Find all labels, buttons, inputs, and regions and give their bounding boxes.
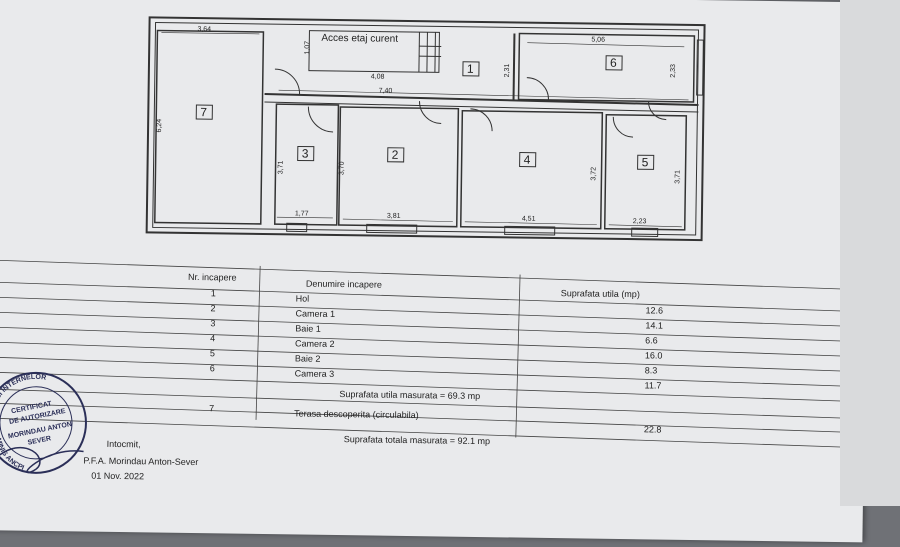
room-number-1: 1 xyxy=(467,62,474,76)
dimension-label: 3,81 xyxy=(387,213,401,220)
table-row: 2 Camera 1 14.1 xyxy=(210,303,663,330)
background-sheet xyxy=(840,0,900,506)
room-number-5: 5 xyxy=(642,155,649,169)
dimension-label: 4,51 xyxy=(522,216,536,223)
dimension-label: 4,08 xyxy=(371,73,385,80)
room-number-6: 6 xyxy=(610,56,617,70)
svg-text:SEVER: SEVER xyxy=(27,435,52,446)
svg-text:Baie 1: Baie 1 xyxy=(295,323,321,333)
svg-text:6: 6 xyxy=(210,363,215,373)
svg-text:Camera 1: Camera 1 xyxy=(295,308,335,319)
table-row: 6 Camera 3 11.7 xyxy=(210,363,662,390)
svg-text:5: 5 xyxy=(210,348,215,358)
svg-text:3: 3 xyxy=(210,318,215,328)
subtotal-label: Suprafata utila masurata = 69.3 mp xyxy=(339,389,480,401)
dimension-label: 5,06 xyxy=(591,37,605,44)
svg-text:2: 2 xyxy=(211,303,216,313)
table-row: 3 Baie 1 6.6 xyxy=(210,318,658,345)
room-number-4: 4 xyxy=(524,153,531,167)
svg-text:22.8: 22.8 xyxy=(644,424,662,434)
svg-text:1: 1 xyxy=(211,288,216,298)
dimension-label: 6,24 xyxy=(156,119,163,133)
room-number-7: 7 xyxy=(200,105,207,119)
table-row: 4 Camera 2 16.0 xyxy=(210,333,663,360)
document-sheet: 1 2 3 4 5 6 7 Acces etaj curent 3,64 1,0… xyxy=(0,0,870,542)
svg-text:Camera 3: Camera 3 xyxy=(295,368,335,379)
signature-line: Intocmit, xyxy=(107,439,141,449)
dimension-label: 3,72 xyxy=(590,167,597,181)
stamp-text: MINIS ANCPI xyxy=(0,434,26,476)
dimension-label: 3,71 xyxy=(674,170,681,184)
svg-text:7: 7 xyxy=(209,403,214,413)
dimension-label: 3,64 xyxy=(197,26,211,33)
signature-line: 01 Nov. 2022 xyxy=(91,471,144,482)
dimension-label: 1,77 xyxy=(295,210,309,217)
svg-text:Camera 2: Camera 2 xyxy=(295,338,335,349)
floor-plan xyxy=(147,17,705,240)
area-table xyxy=(0,260,846,447)
svg-text:12.6: 12.6 xyxy=(646,305,664,315)
table-header: Nr. incapere xyxy=(188,272,237,283)
dimension-label: 2,23 xyxy=(633,218,647,225)
dimension-label: 3,71 xyxy=(277,160,284,174)
dimension-label: 2,33 xyxy=(670,64,677,78)
floor-plan-document: 1 2 3 4 5 6 7 Acces etaj curent 3,64 1,0… xyxy=(0,0,870,542)
svg-text:Hol: Hol xyxy=(296,293,310,303)
room-number-3: 3 xyxy=(302,147,309,161)
room-number-2: 2 xyxy=(392,148,399,162)
table-row: 7 Terasa descoperita (circulabila) 22.8 xyxy=(209,403,662,434)
official-stamp: STRATIEI SI INTERNELOR MINIS ANCPI CERTI… xyxy=(0,364,95,482)
svg-text:Baie 2: Baie 2 xyxy=(295,353,321,363)
svg-text:16.0: 16.0 xyxy=(645,350,663,360)
table-header: Denumire incapere xyxy=(306,279,382,290)
svg-text:Terasa descoperita (circulabil: Terasa descoperita (circulabila) xyxy=(294,408,419,420)
svg-text:MINIS ANCPI: MINIS ANCPI xyxy=(0,434,26,476)
table-row: 5 Baie 2 8.3 xyxy=(210,348,658,375)
svg-text:11.7: 11.7 xyxy=(644,380,661,390)
svg-text:4: 4 xyxy=(210,333,215,343)
svg-text:8.3: 8.3 xyxy=(645,365,658,375)
dimension-label: 1,07 xyxy=(304,41,311,55)
dimension-label: 2,31 xyxy=(504,64,511,78)
signature-line: P.F.A. Morindau Anton-Sever xyxy=(83,455,198,467)
access-label: Acces etaj curent xyxy=(321,33,398,45)
svg-text:6.6: 6.6 xyxy=(645,335,658,345)
table-header: Suprafata utila (mp) xyxy=(561,288,640,299)
dimension-label: 3,70 xyxy=(338,161,345,175)
svg-text:14.1: 14.1 xyxy=(645,320,663,330)
total-label: Suprafata totala masurata = 92.1 mp xyxy=(344,434,490,446)
dimension-label: 7,40 xyxy=(379,88,393,95)
